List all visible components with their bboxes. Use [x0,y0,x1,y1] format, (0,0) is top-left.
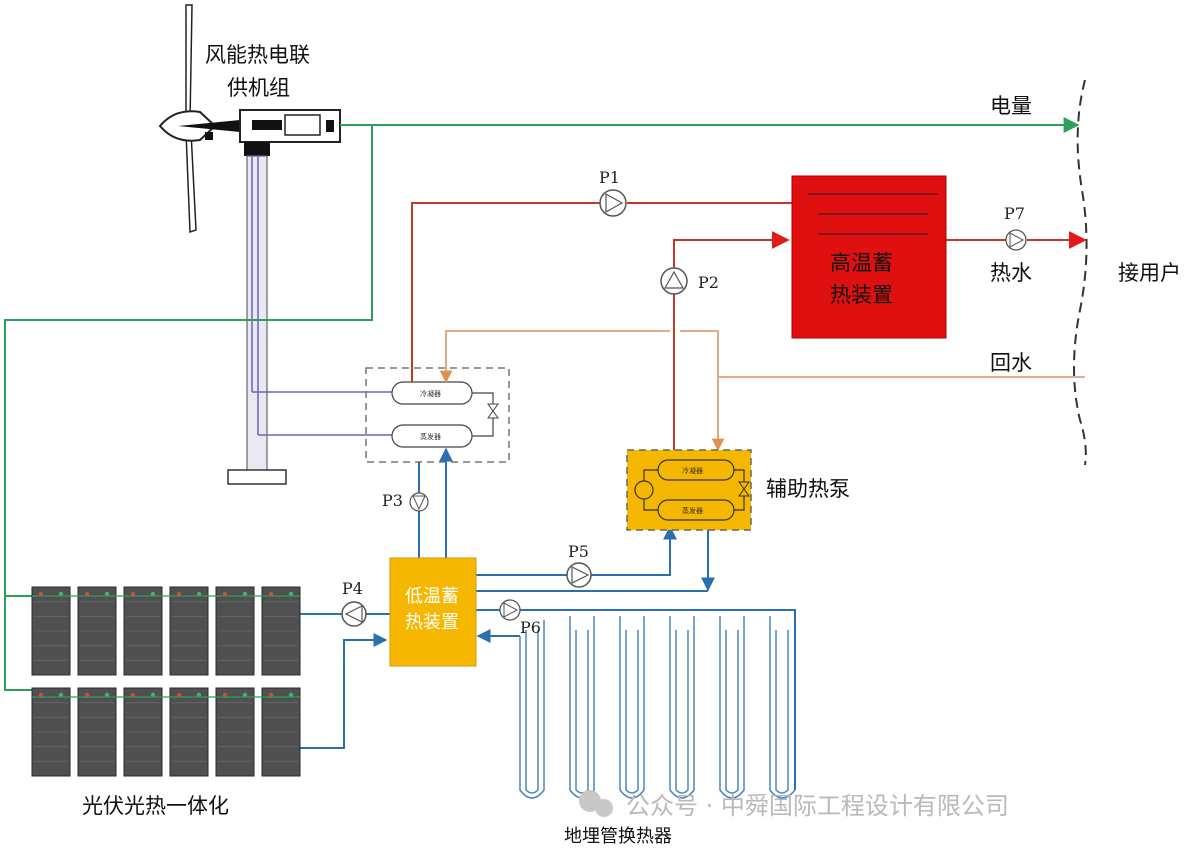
pv-panel-hot-port [130,692,136,698]
return-water-lines [439,330,1085,452]
user-label: 接用户 [1118,261,1181,285]
user-boundary [1073,79,1088,466]
pv-panel-hot-port [84,591,90,597]
return-water-label: 回水 [990,351,1032,375]
pump-p1 [599,189,627,217]
electricity-label: 电量 [990,94,1032,118]
pv-panel-electric-port [196,591,202,597]
pv-panel-hot-port [268,591,274,597]
pv-panel-electric-port [58,692,64,698]
wind-unit-label-1: 风能热电联 [205,43,310,67]
aux-heat-pump-label: 辅助热泵 [766,477,850,501]
pump-p1-label: P1 [599,168,620,187]
pump-p3-label: P3 [382,491,403,510]
electric-lines [4,117,1080,691]
aux-heat-pump [626,449,752,531]
turbine-exchanger-pipes [252,391,392,436]
aux-condenser-label: 冷凝器 [682,466,703,475]
low-temp-label-1: 低温蓄 [405,586,459,607]
pump-p4-label: P4 [342,579,363,598]
pump-p2 [660,267,688,295]
ground-heat-exchanger [519,616,796,799]
pv-panel-electric-port [58,591,64,597]
pv-panel-electric-port [288,591,294,597]
pv-pt-label: 光伏光热一体化 [82,794,229,818]
pv-panel-electric-port [196,692,202,698]
pump-p6-label: P6 [520,618,541,637]
watermark-text: 公众号 · 中舜国际工程设计有限公司 [626,792,1009,820]
cold-water-lines [300,447,796,790]
watermark: 公众号 · 中舜国际工程设计有限公司 [579,790,1009,820]
pump-p4 [341,601,367,627]
pump-p6 [499,599,521,621]
pv-panel-hot-port [84,692,90,698]
high-temp-label-2: 热装置 [830,283,893,307]
pv-panel-hot-port [38,692,44,698]
pv-panel-hot-port [222,692,228,698]
pv-pt-panels [31,586,301,777]
high-temp-tank [791,175,947,339]
pv-panel-electric-port [288,692,294,698]
low-temp-tank [389,557,477,667]
condenser-label: 冷凝器 [420,389,441,398]
evaporator-label: 蒸发器 [420,432,441,441]
pump-p3 [409,492,429,512]
pump-p2-label: P2 [698,273,719,292]
pump-p7 [1005,229,1027,251]
pv-panel-hot-port [38,591,44,597]
pv-panel-electric-port [104,692,110,698]
turbine-heat-exchanger [365,367,510,463]
pv-panel-electric-port [242,692,248,698]
wind-unit-label-2: 供机组 [227,76,290,100]
pump-p7-label: P7 [1004,204,1025,223]
pv-panel-electric-port [104,591,110,597]
pv-panel-hot-port [176,591,182,597]
pv-panel-electric-port [242,591,248,597]
ground-hx-label: 地埋管换热器 [564,826,672,847]
pv-panel-electric-port [150,692,156,698]
pump-p5-label: P5 [568,542,589,561]
pv-panel-hot-port [222,591,228,597]
pump-p5 [566,562,592,588]
wind-turbine [158,4,341,485]
hot-water-lines [411,202,1087,450]
aux-evaporator-label: 蒸发器 [682,506,703,515]
pv-panel-hot-port [176,692,182,698]
pv-panel-electric-port [150,591,156,597]
pv-panel-hot-port [130,591,136,597]
high-temp-label-1: 高温蓄 [830,251,893,275]
low-temp-label-2: 热装置 [405,612,459,633]
hot-water-label: 热水 [990,261,1032,285]
pv-panel-hot-port [268,692,274,698]
